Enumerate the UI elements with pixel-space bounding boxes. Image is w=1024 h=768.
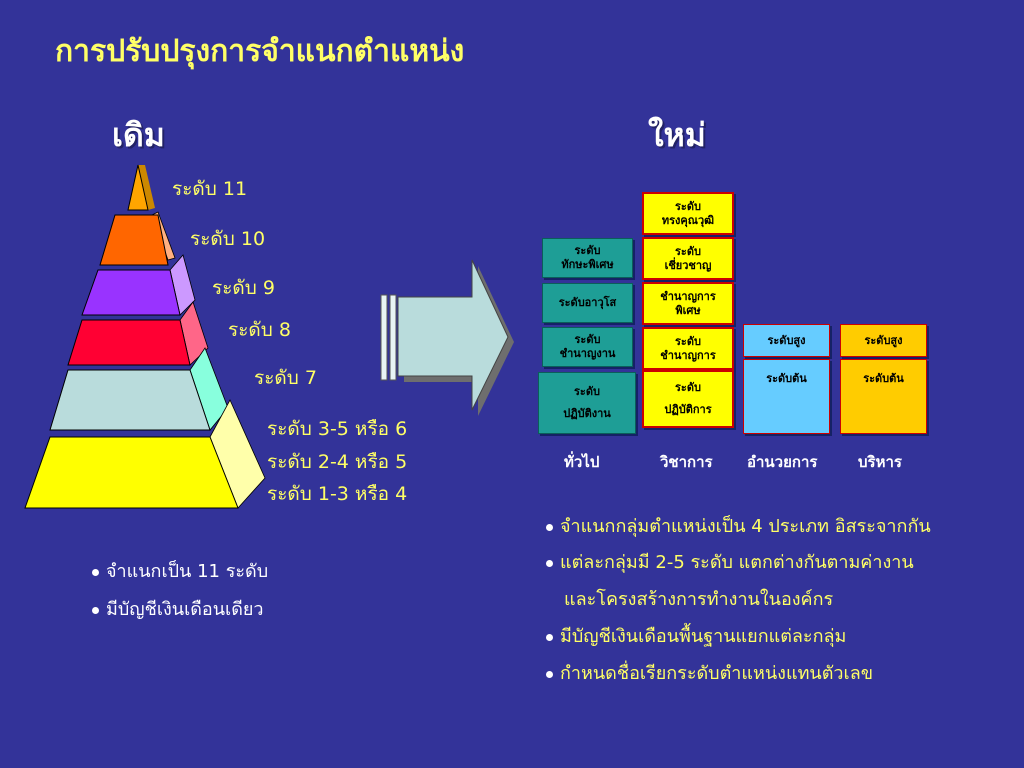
level-label-9: ระดับ 9 (212, 277, 275, 299)
transition-arrow-icon (380, 259, 514, 416)
page-title: การปรับปรุงการจำแนกตำแหน่ง (55, 34, 465, 69)
group-label-general: ทั่วไป (564, 453, 600, 471)
bullet-dot (546, 633, 553, 641)
directing-box-high: ระดับสูง (743, 324, 830, 357)
pyramid-tier-base (24, 399, 266, 509)
academic-box-senior-professional: ชำนาญการ พิเศษ (642, 282, 734, 325)
pyramid-tier-9 (81, 254, 196, 316)
group-label-academic: วิชาการ (660, 453, 713, 471)
bullet-dot (546, 670, 553, 678)
old-heading: เดิม (112, 116, 165, 154)
general-box-experienced: ระดับ ชำนาญงาน (542, 327, 633, 367)
new-bullet-4: กำหนดชื่อเรียกระดับตำแหน่งแทนตัวเลข (546, 658, 873, 687)
level-label-7: ระดับ 7 (254, 367, 317, 389)
level-label-10: ระดับ 10 (190, 228, 266, 250)
academic-box-professional: ระดับ ชำนาญการ (642, 327, 734, 370)
bullet-dot (546, 523, 553, 531)
pyramid-tier-11 (127, 164, 155, 211)
bullet-dot (92, 606, 99, 614)
new-bullet-3: มีบัญชีเงินเดือนพื้นฐานแยกแต่ละกลุ่ม (546, 621, 846, 650)
level-label-1-3: ระดับ 1-3 หรือ 4 (267, 483, 408, 505)
academic-box-expert-qualified: ระดับ ทรงคุณวุฒิ (642, 192, 734, 235)
academic-box-practitioner: ระดับ ปฏิบัติการ (642, 370, 734, 428)
executive-box-initial: ระดับต้น (840, 359, 927, 434)
new-bullet-1: จำแนกกลุ่มตำแหน่งเป็น 4 ประเภท อิสระจากก… (546, 511, 931, 540)
general-box-operational: ระดับ ปฏิบัติงาน (538, 372, 636, 434)
level-label-11: ระดับ 11 (172, 178, 248, 200)
pyramid-tier-7 (49, 347, 229, 431)
level-label-2-4: ระดับ 2-4 หรือ 5 (267, 451, 408, 473)
old-bullet-1: จำแนกเป็น 11 ระดับ (92, 556, 268, 585)
general-box-special-skill: ระดับ ทักษะพิเศษ (542, 238, 633, 278)
new-bullet-2-continued: และโครงสร้างการทำงานในองค์กร (564, 589, 834, 610)
group-label-executive: บริหาร (858, 453, 902, 471)
new-bullet-2: แต่ละกลุ่มมี 2-5 ระดับ แตกต่างกันตามค่าง… (546, 547, 914, 576)
general-box-senior: ระดับอาวุโส (542, 283, 633, 323)
bullet-dot (546, 559, 553, 567)
level-label-3-5: ระดับ 3-5 หรือ 6 (267, 418, 408, 440)
pyramid-tier-10 (99, 211, 176, 266)
executive-box-high: ระดับสูง (840, 324, 927, 357)
level-label-8: ระดับ 8 (228, 319, 291, 341)
bullet-dot (92, 568, 99, 576)
new-heading: ใหม่ (648, 116, 706, 154)
old-bullet-2: มีบัญชีเงินเดือนเดียว (92, 594, 264, 623)
level-pyramid (24, 164, 266, 509)
group-label-directing: อำนวยการ (747, 453, 818, 471)
academic-box-specialist: ระดับ เชี่ยวชาญ (642, 237, 734, 280)
pyramid-tier-8 (67, 301, 209, 366)
directing-box-initial: ระดับต้น (743, 359, 830, 434)
